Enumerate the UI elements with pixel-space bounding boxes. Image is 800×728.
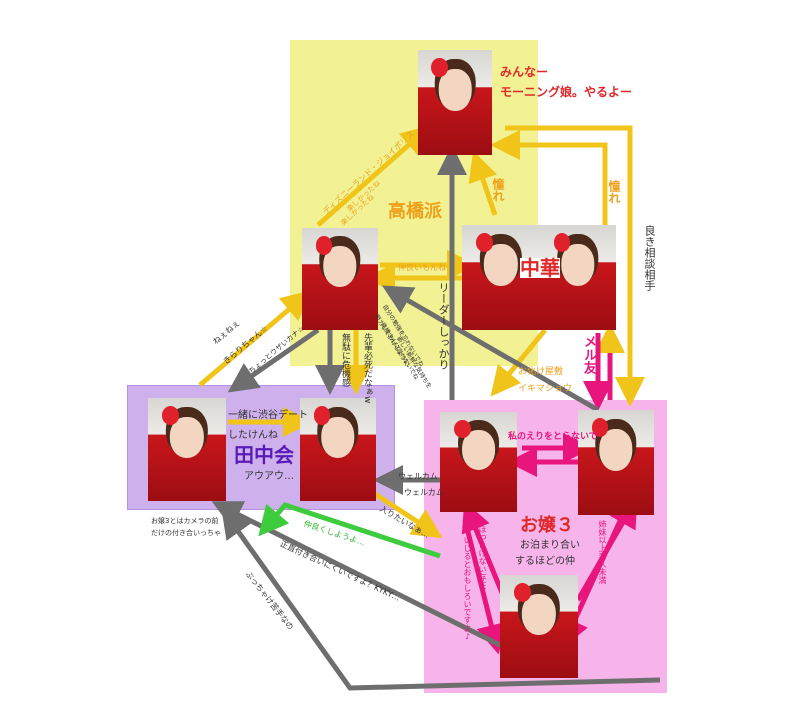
quote-top-1: みんなー [500,65,549,79]
label-welcome-2: ウェルカム [404,488,444,497]
arrow-nakayoku [258,502,441,559]
quote-top-2: モーニング娘。やるよー [500,85,633,99]
photo-ojou-right [578,410,654,515]
photo-top-center [418,50,492,155]
quote-bottom-left-1: お嬢3とはカメラの前 [151,517,219,525]
arrow-obake [490,328,547,397]
photo-ojou-bottom [500,575,578,678]
group-takahashi: 高橋派 [388,201,442,222]
photo-tanaka-right [300,398,376,501]
label-senpai: 先輩必死だなぁw [362,333,372,404]
arrow-shimai-up [575,497,638,602]
photo-ojou-left [440,412,517,512]
arrow-nenene [198,290,312,387]
quote-ojou-2: するほどの仲 [515,556,575,567]
label-obake-2: イキマショウ [518,384,573,394]
label-akogare-1: 憧れ [491,178,505,202]
quote-tanaka-1: 一緒に渋谷デート [228,410,308,421]
arrow-butchake [221,507,661,691]
arrow-hottoke [462,519,506,655]
label-yoki: 良き相談相手 [643,225,656,291]
label-leader: リーダーしっかり [437,282,450,370]
label-shimai: 姉妹以上恋人未満 [598,520,607,584]
group-chuka: 中華 [520,256,560,280]
label-watashi: 私のえりをとらないで [508,432,598,442]
arrow-mid [382,285,600,413]
label-hottoke: ほっとけない存在 [478,525,487,589]
arrow-iritai [370,489,443,539]
photo-takahashi-left [302,228,378,330]
quote-tanaka-2: したけんね [228,430,278,441]
arrow-yoki [505,125,645,407]
label-welcome-1: ウェルカム [398,472,438,481]
quote-bottom-left-2: だけの付き合いっちゃ [151,529,221,537]
label-muda: 無駄に危機感 [340,333,350,387]
arrow-disney [316,125,432,227]
label-ijiru: いじるとおもしろいですよ♪ [463,536,472,641]
arrow-akogare-chuka [468,150,498,216]
label-obake-1: お化け屋敷 [518,367,564,377]
group-ojou: お嬢３ [520,515,574,536]
arrow-ijiru [461,501,508,601]
label-akogare-2: 憧れ [607,180,621,204]
quote-ojou-1: お泊まり合い [520,540,580,551]
photo-tanaka-left [148,398,226,501]
arrow-akogare-right [490,130,608,228]
group-tanaka: 田中会 [234,443,294,467]
arrow-muda [227,327,320,393]
label-nakayoi: 仲良いもんね [398,263,446,272]
quote-tanaka-3: アウアウ… [244,471,294,482]
label-meru: メル友 [581,335,596,374]
